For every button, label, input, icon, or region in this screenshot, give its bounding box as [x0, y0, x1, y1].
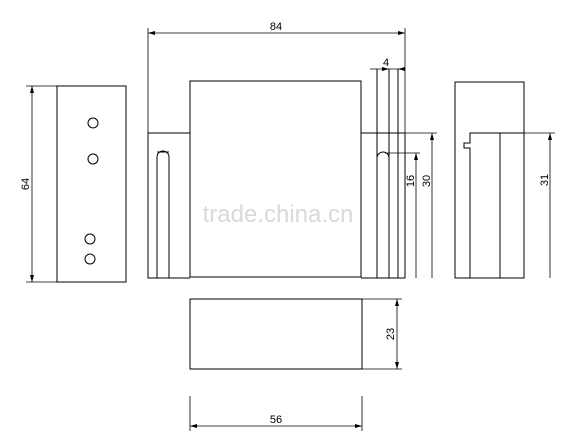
right-slot [376, 151, 390, 278]
right-view-outline [454, 81, 525, 279]
left-view-outline [56, 85, 127, 283]
dim-label-flange-height: 30 [421, 175, 433, 187]
dimension-31: 31 [539, 133, 552, 278]
dim-label-height-left: 64 [20, 178, 32, 190]
front-body [189, 80, 362, 278]
mounting-hole [87, 117, 99, 129]
right-view-flange [463, 132, 524, 278]
dimension-4: 4 [370, 57, 405, 71]
mounting-hole [84, 233, 96, 245]
dim-label-overall-width: 84 [270, 21, 282, 33]
dimension-84: 84 [147, 21, 406, 133]
dim-label-side-height: 31 [539, 174, 551, 186]
right-flange [361, 132, 406, 279]
dimension-64: 64 [20, 86, 34, 282]
dimension-23: 23 [385, 299, 399, 369]
bottom-view-outline [189, 298, 363, 370]
mounting-hole [87, 153, 99, 165]
dimension-16: 16 [405, 153, 418, 278]
front-view [147, 69, 437, 279]
dimension-56: 56 [189, 396, 363, 431]
watermark: trade.china.cn [203, 201, 354, 228]
dim-label-body-width: 56 [270, 414, 282, 426]
dim-label-slot-height: 16 [405, 175, 417, 187]
dimension-30: 30 [421, 133, 434, 278]
bottom-view [189, 298, 402, 370]
dim-label-tab-width: 4 [383, 57, 389, 69]
dim-label-bottom-height: 23 [385, 328, 397, 340]
mounting-hole [84, 253, 96, 265]
left-side-view [26, 85, 127, 283]
flange-slot [156, 150, 170, 278]
